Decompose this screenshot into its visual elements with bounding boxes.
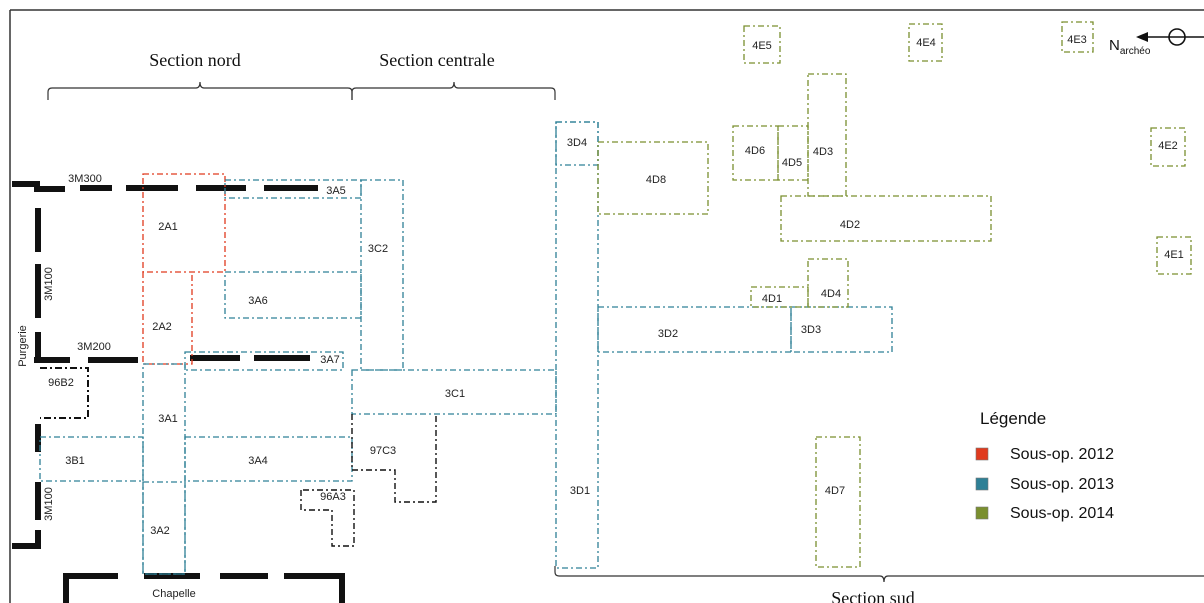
unit-96B2-label: 96B2 xyxy=(48,377,74,389)
wall-3M300-label: 3M300 xyxy=(68,173,102,185)
unit-4D2-label: 4D2 xyxy=(840,219,860,231)
section-sud-label: Section sud xyxy=(831,588,915,603)
unit-4E1 xyxy=(1156,236,1192,275)
unit-2A1 xyxy=(142,173,226,273)
unit-3D2-label: 3D2 xyxy=(658,328,678,340)
unit-3A1-label: 3A1 xyxy=(158,413,178,425)
unit-3D3 xyxy=(790,306,893,353)
unit-2A2-label: 2A2 xyxy=(152,321,172,333)
purgerie-label: Purgerie xyxy=(17,325,29,367)
unit-3A2 xyxy=(142,481,186,575)
unit-4D1 xyxy=(750,286,809,308)
unit-96A3-label: 96A3 xyxy=(320,491,346,503)
legend: Légende Sous-op. 2012 Sous-op. 2013 Sous… xyxy=(975,409,1114,522)
unit-4E4-label: 4E4 xyxy=(916,37,936,49)
north-label-sub: archéo xyxy=(1120,46,1151,57)
unit-3C2 xyxy=(360,179,404,371)
unit-4D1-label: 4D1 xyxy=(762,293,782,305)
unit-3D2 xyxy=(597,306,792,353)
section-sud-brace xyxy=(554,566,1204,583)
unit-96B2: 96B2 xyxy=(40,367,89,419)
unit-3A6 xyxy=(224,271,362,319)
legend-swatch-2013 xyxy=(975,477,989,491)
north-arrow-icon xyxy=(1136,28,1204,46)
legend-swatch-2014 xyxy=(975,506,989,520)
unit-3A5 xyxy=(224,179,362,199)
unit-4D5 xyxy=(777,125,809,181)
unit-4E3 xyxy=(1061,21,1094,53)
unit-4E4 xyxy=(908,23,943,62)
unit-4E5-label: 4E5 xyxy=(752,40,772,52)
unit-97C3 xyxy=(351,414,437,503)
unit-4D4 xyxy=(807,258,849,308)
unit-3A4 xyxy=(184,436,353,482)
section-centrale-brace xyxy=(351,81,556,100)
unit-4D5-label: 4D5 xyxy=(782,157,802,169)
unit-3D1-label: 3D1 xyxy=(570,485,590,497)
north-label: Narchéo xyxy=(1109,37,1151,57)
unit-2A1-label: 2A1 xyxy=(158,221,178,233)
unit-3A6-label: 3A6 xyxy=(248,295,268,307)
unit-4D3 xyxy=(807,73,847,197)
unit-4E2 xyxy=(1150,127,1186,167)
section-nord-label: Section nord xyxy=(149,50,241,70)
unit-4D4-label: 4D4 xyxy=(821,288,841,300)
unit-4D7 xyxy=(815,436,861,568)
unit-3B1 xyxy=(39,436,144,482)
unit-4D6-label: 4D6 xyxy=(745,145,765,157)
unit-3D3-label: 3D3 xyxy=(801,324,821,336)
wall-3M100-upper-label: 3M100 xyxy=(43,267,55,301)
wall-3M200-label: 3M200 xyxy=(77,341,111,353)
north-label-main: N xyxy=(1109,37,1120,54)
unit-3D1 xyxy=(555,121,599,569)
unit-3B1-label: 3B1 xyxy=(65,455,85,467)
legend-item-2012: Sous-op. 2012 xyxy=(1010,446,1114,463)
legend-title: Légende xyxy=(980,409,1046,428)
unit-3A4-label: 3A4 xyxy=(248,455,268,467)
unit-3C2-label: 3C2 xyxy=(368,243,388,255)
unit-97C3-label: 97C3 xyxy=(370,445,396,457)
legend-item-2014: Sous-op. 2014 xyxy=(1010,505,1114,522)
unit-4E1-label: 4E1 xyxy=(1164,249,1184,261)
unit-4D8-label: 4D8 xyxy=(646,174,666,186)
unit-3A7-label: 3A7 xyxy=(320,354,340,366)
section-centrale-label: Section centrale xyxy=(379,50,494,70)
unit-4E5 xyxy=(743,25,781,64)
chapelle-label: Chapelle xyxy=(152,588,195,600)
unit-3C1-label: 3C1 xyxy=(445,388,465,400)
section-nord-brace xyxy=(47,81,353,100)
unit-4D3-label: 4D3 xyxy=(813,146,833,158)
unit-3D4-label: 3D4 xyxy=(567,137,587,149)
unit-4D7-label: 4D7 xyxy=(825,485,845,497)
unit-3A1 xyxy=(142,363,186,575)
unit-4E2-label: 4E2 xyxy=(1158,140,1178,152)
unit-4D8 xyxy=(597,141,709,215)
unit-3A2-label: 3A2 xyxy=(150,525,170,537)
unit-3A5-label: 3A5 xyxy=(326,185,346,197)
unit-4D2 xyxy=(780,195,992,242)
unit-2A2 xyxy=(142,272,193,365)
unit-96A3 xyxy=(300,489,355,547)
walls xyxy=(12,181,345,603)
legend-swatch-2012 xyxy=(975,447,989,461)
legend-item-2013: Sous-op. 2013 xyxy=(1010,476,1114,493)
unit-4E3-label: 4E3 xyxy=(1067,34,1087,46)
wall-3M100-lower-label: 3M100 xyxy=(43,487,55,521)
unit-3A7 xyxy=(184,351,344,371)
